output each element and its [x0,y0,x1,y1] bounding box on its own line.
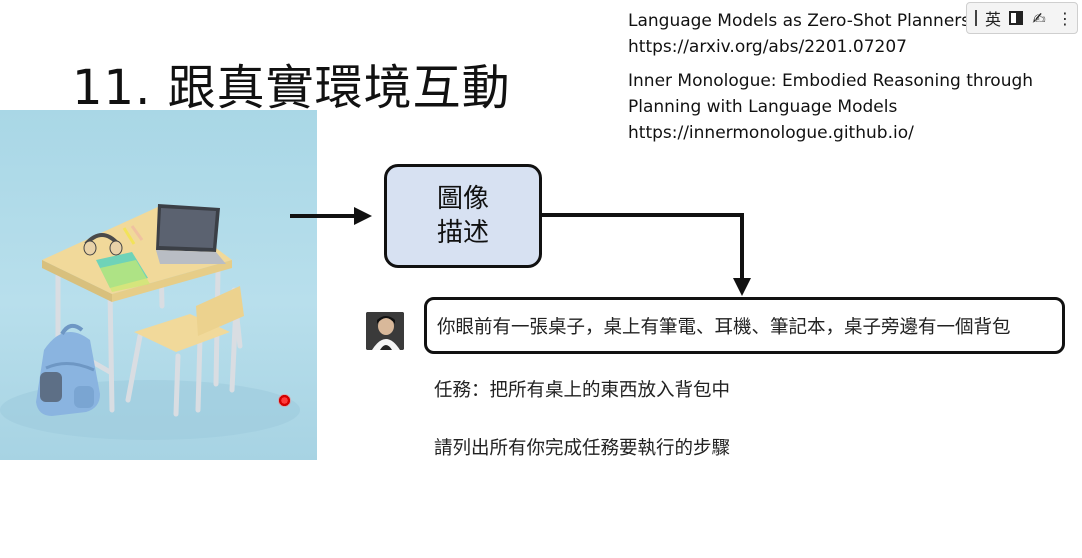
connector-arrow-down-icon [540,213,751,296]
scene-description-box: 你眼前有一張桌子，桌上有筆電、耳機、筆記本，桌子旁邊有一個背包 [424,297,1065,354]
classroom-desk-image [0,110,317,460]
reference-title: Inner Monologue: Embodied Reasoning thro… [628,71,1034,91]
request-text: 請列出所有你完成任務要執行的步驟 [434,438,731,459]
half-full-width-icon[interactable] [1009,11,1023,25]
desk-scene-illustration [0,204,300,440]
box-label-line2: 描述 [436,218,489,248]
task-text: 任務：把所有桌上的東西放入背包中 [434,380,731,401]
ime-mode-toggle[interactable]: 英 [984,10,1001,29]
user-avatar-icon [366,312,404,350]
reference-link[interactable]: https://arxiv.org/abs/2201.07207 [628,37,907,57]
more-icon[interactable]: ⋮ [1057,8,1073,28]
drag-handle-icon[interactable] [975,10,977,26]
reference-link[interactable]: https://innermonologue.github.io/ [628,123,914,143]
references: Language Models as Zero-Shot Planners ht… [628,8,1033,154]
handwriting-icon[interactable]: ✍ [1032,8,1046,28]
laser-pointer-icon [278,394,291,407]
slide-title: 11. 跟真實環境互動 [72,60,511,116]
reference-zero-shot-planners: Language Models as Zero-Shot Planners ht… [628,8,1033,60]
reference-inner-monologue: Inner Monologue: Embodied Reasoning thro… [628,68,1033,146]
avatar [366,312,404,350]
ime-toolbar[interactable]: 英 ✍ ⋮ [966,2,1078,34]
box-label-line1: 圖像 [436,184,489,214]
image-description-box: 圖像 描述 [384,164,542,268]
scene-description-text: 你眼前有一張桌子，桌上有筆電、耳機、筆記本，桌子旁邊有一個背包 [437,316,1011,338]
reference-title-cont: Planning with Language Models [628,97,898,117]
arrow-right-icon [290,207,372,225]
reference-title: Language Models as Zero-Shot Planners [628,11,971,31]
